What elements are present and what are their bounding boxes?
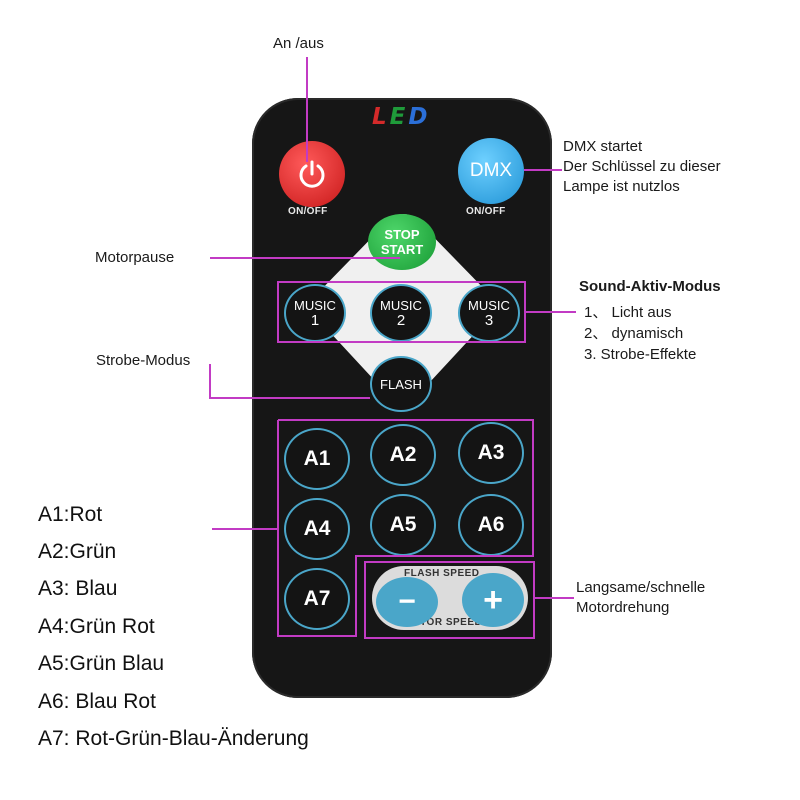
stop-start-button[interactable]: STOP START [368,214,436,270]
flash-speed-label: FLASH SPEED [404,568,480,579]
music-group-box [277,281,526,343]
led-logo-e: E [389,104,409,130]
dmx-callout-line-2: Der Schlüssel zu dieser [563,158,721,175]
speed-callout-line-1: Langsame/schnelle [576,579,706,596]
speed-plus-button[interactable]: + [462,573,524,627]
led-logo: LED [372,104,430,130]
legend-a3: A3: Blau [38,577,118,600]
led-logo-l: L [372,104,390,130]
dmx-callout-line-3: Lampe ist nutzlos [563,178,680,195]
start-label: START [380,242,424,257]
dmx-button[interactable]: DMX [458,138,524,204]
dmx-callout-line-1: DMX startet [563,138,643,155]
sound-mode-item-1: 1、 Licht aus [584,304,672,321]
power-button[interactable] [279,141,345,207]
music-3-button[interactable]: MUSIC 3 [458,284,520,342]
a6-button[interactable]: A6 [458,494,524,556]
flash-button[interactable]: FLASH [370,356,432,412]
sound-mode-item-3: 3. Strobe-Effekte [584,346,697,363]
a4-button[interactable]: A4 [284,498,350,560]
legend-a5: A5:Grün Blau [38,652,165,675]
music-1-label: MUSIC [294,298,336,313]
speed-group-box [364,561,535,639]
strobe-mode-label: Strobe-Modus [96,352,191,369]
sound-mode-title: Sound-Aktiv-Modus [579,278,721,295]
motor-speed-label: MOTOR SPEED [403,617,483,628]
speed-callout-line-2: Motordrehung [576,599,670,616]
music-2-label: MUSIC [380,298,422,313]
legend-a2: A2:Grün [38,540,117,563]
a-buttons-group-box [277,419,534,637]
music-1-number: 1 [310,312,320,329]
speed-minus-button[interactable]: − [376,577,438,627]
power-icon [299,160,325,188]
music-2-number: 2 [396,312,406,329]
stop-label: STOP [384,227,420,242]
strobe-callout-line [209,364,370,399]
legend-a7: A7: Rot-Grün-Blau-Änderung [38,727,309,750]
a3-button[interactable]: A3 [458,422,524,484]
led-logo-d: D [408,104,431,130]
music-3-number: 3 [484,312,494,329]
power-caption: ON/OFF [288,206,328,217]
dmx-caption: ON/OFF [466,206,506,217]
legend-a6: A6: Blau Rot [38,690,156,713]
motor-pause-label: Motorpause [95,249,175,266]
a2-button[interactable]: A2 [370,424,436,486]
legend-a4: A4:Grün Rot [38,615,155,638]
power-callout-label: An /aus [273,35,324,52]
legend-a1: A1:Rot [38,503,103,526]
a7-button[interactable]: A7 [284,568,350,630]
music-3-label: MUSIC [468,298,510,313]
sound-mode-item-2: 2、 dynamisch [584,325,684,342]
a1-button[interactable]: A1 [284,428,350,490]
